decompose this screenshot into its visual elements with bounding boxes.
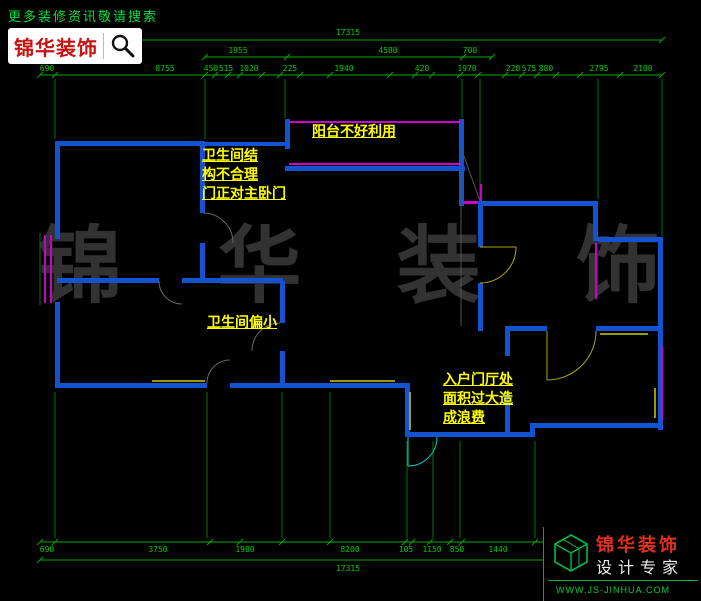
svg-text:225: 225 bbox=[283, 64, 298, 73]
bathroom-structure-note: 卫生间结构不合理门正对主卧门 bbox=[202, 147, 286, 201]
svg-text:2100: 2100 bbox=[633, 64, 652, 73]
watermark-char: 锦 bbox=[38, 216, 123, 315]
svg-text:3750: 3750 bbox=[148, 545, 167, 554]
svg-text:17315: 17315 bbox=[336, 28, 360, 37]
brand-search-box[interactable]: 锦华装饰 bbox=[8, 28, 142, 64]
svg-text:1970: 1970 bbox=[457, 64, 476, 73]
svg-text:420: 420 bbox=[415, 64, 430, 73]
search-icon[interactable] bbox=[109, 32, 137, 60]
svg-text:1020: 1020 bbox=[239, 64, 258, 73]
watermark-char: 华 bbox=[217, 216, 302, 315]
svg-text:1440: 1440 bbox=[488, 545, 507, 554]
svg-text:690: 690 bbox=[40, 545, 55, 554]
brand-logo-text: 锦华装饰 bbox=[14, 35, 98, 60]
svg-text:575: 575 bbox=[522, 64, 537, 73]
cube-logo-icon bbox=[554, 534, 588, 572]
bathroom-small-note: 卫生间偏小 bbox=[207, 314, 277, 330]
svg-text:8755: 8755 bbox=[155, 64, 174, 73]
svg-text:2795: 2795 bbox=[589, 64, 608, 73]
svg-text:880: 880 bbox=[539, 64, 554, 73]
balcony-note: 阳台不好利用 bbox=[312, 123, 396, 139]
divider bbox=[548, 580, 698, 581]
svg-text:17315: 17315 bbox=[336, 564, 360, 573]
svg-text:450: 450 bbox=[204, 64, 219, 73]
svg-text:690: 690 bbox=[40, 64, 55, 73]
svg-text:4580: 4580 bbox=[378, 46, 397, 55]
footer-brand-block[interactable]: 锦华装饰 设计专家 WWW.JS-JINHUA.COM bbox=[543, 527, 701, 601]
entry-note: 入户门厅处面积过大造成浪费 bbox=[443, 371, 513, 425]
svg-text:1980: 1980 bbox=[235, 545, 254, 554]
watermark-char: 装 bbox=[396, 216, 481, 315]
svg-text:1940: 1940 bbox=[334, 64, 353, 73]
svg-text:105: 105 bbox=[399, 545, 414, 554]
footer-brand-tagline: 设计专家 bbox=[596, 560, 685, 577]
svg-text:220: 220 bbox=[506, 64, 521, 73]
divider bbox=[103, 33, 104, 59]
svg-text:8200: 8200 bbox=[340, 545, 359, 554]
svg-text:850: 850 bbox=[450, 545, 465, 554]
svg-text:700: 700 bbox=[463, 46, 478, 55]
svg-text:515: 515 bbox=[219, 64, 234, 73]
footer-url[interactable]: WWW.JS-JINHUA.COM bbox=[556, 585, 670, 595]
svg-text:1150: 1150 bbox=[422, 545, 441, 554]
svg-text:1955: 1955 bbox=[228, 46, 247, 55]
footer-brand-name: 锦华装饰 bbox=[596, 535, 680, 555]
promo-tagline: 更多装修资讯敬请搜索 bbox=[8, 9, 159, 24]
